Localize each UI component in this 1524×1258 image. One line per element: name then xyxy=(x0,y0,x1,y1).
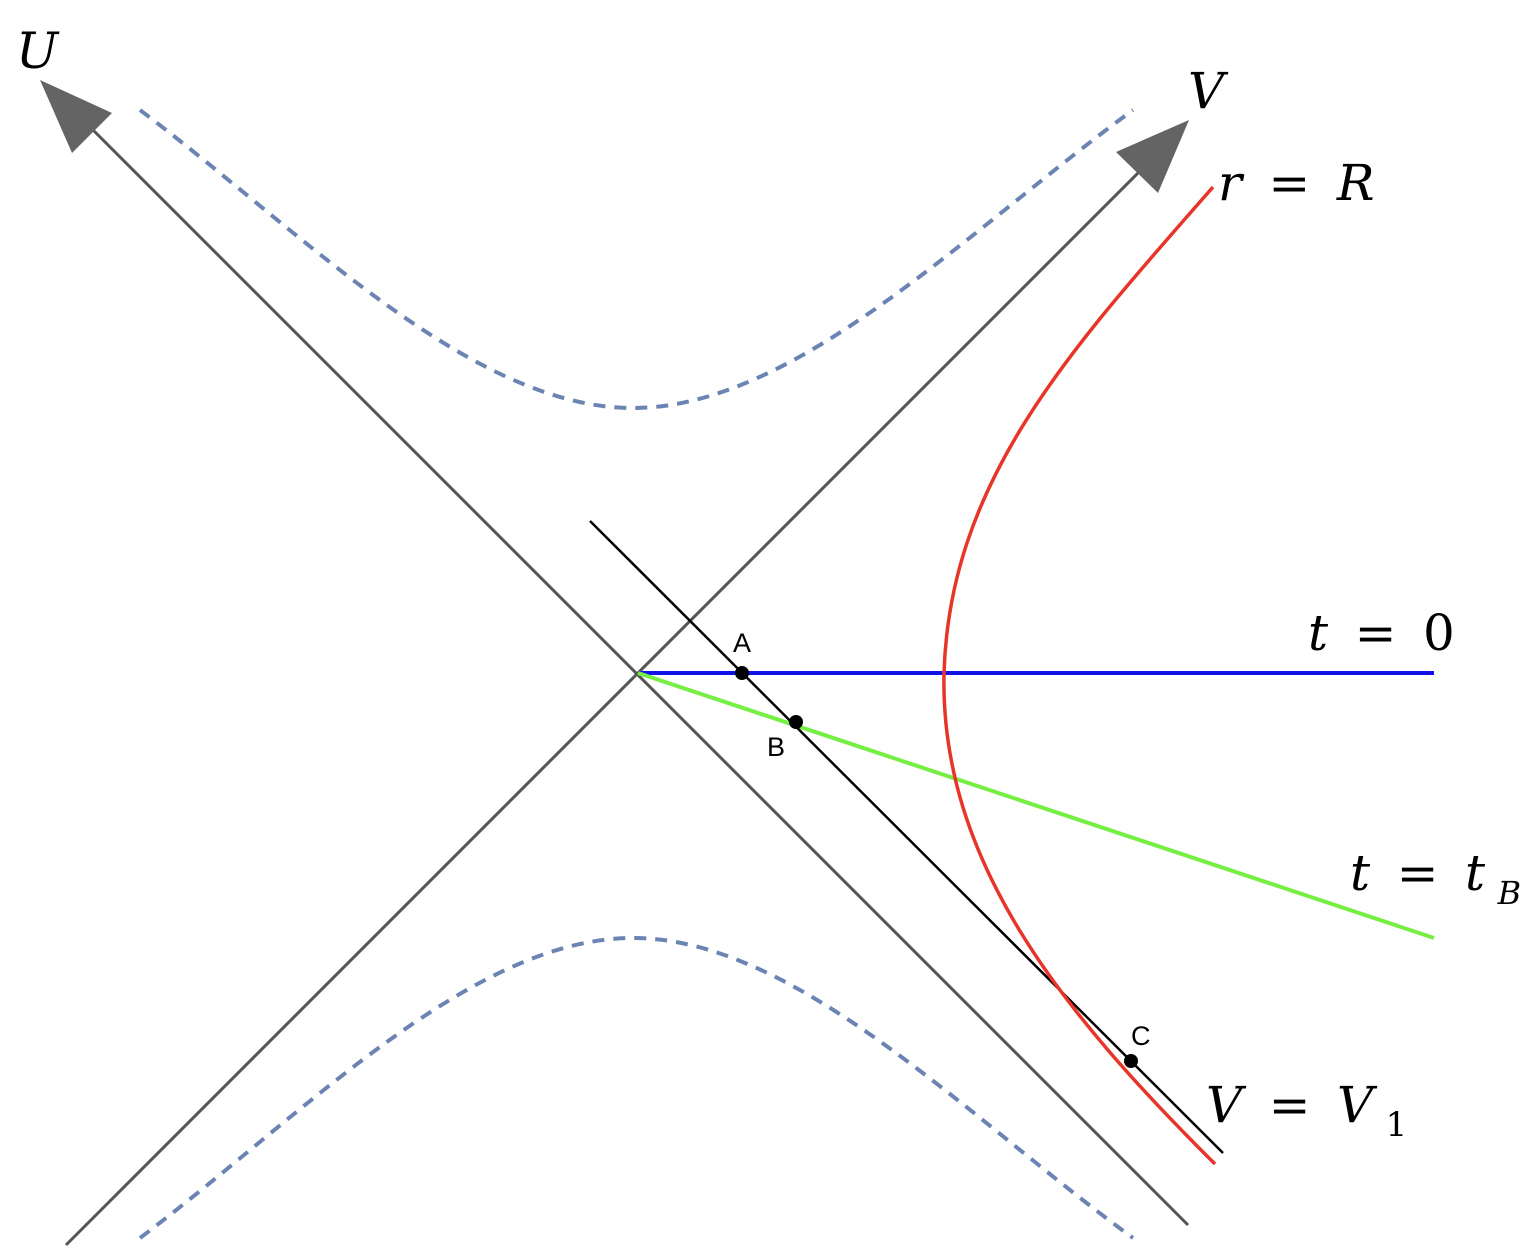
v-axis-line xyxy=(64,151,1160,1247)
r-equals-r-curve xyxy=(942,185,1217,1166)
point-b-marker xyxy=(789,715,803,729)
point-c-label: C xyxy=(1131,1021,1151,1051)
v-equals-v1-label: V = V 1 xyxy=(1206,1076,1407,1145)
u-axis-line xyxy=(88,125,1190,1227)
t-zero-label: t = 0 xyxy=(1308,604,1455,662)
v-axis-label: V xyxy=(1188,62,1229,120)
point-c-marker xyxy=(1124,1054,1138,1068)
past-singularity-dashed xyxy=(138,935,1135,1240)
t-tb-line xyxy=(637,671,1435,940)
v-equals-v1-line xyxy=(589,520,1224,1154)
t-tb-label: t = t B xyxy=(1350,844,1521,912)
u-axis-label: U xyxy=(16,22,60,80)
future-singularity-dashed xyxy=(138,108,1135,411)
point-a-label: A xyxy=(733,628,751,658)
point-a-marker xyxy=(735,666,749,680)
u-arrowhead-icon xyxy=(40,80,112,153)
v-arrowhead-icon xyxy=(1116,120,1189,193)
point-b-label: B xyxy=(767,732,785,762)
r-equals-r-label: r = R xyxy=(1218,154,1374,212)
